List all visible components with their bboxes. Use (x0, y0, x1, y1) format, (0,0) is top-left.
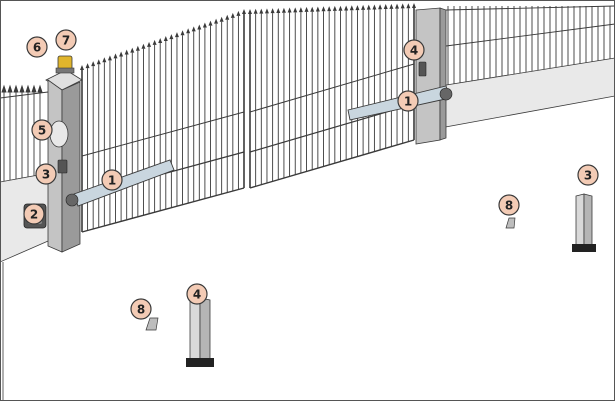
flashing-light-device (56, 56, 74, 73)
callout-ground-stop-right: 8 (499, 195, 519, 215)
callout-key-selector: 5 (32, 120, 52, 140)
callout-label: 3 (42, 168, 50, 182)
callout-keypad: 2 (24, 204, 44, 224)
photocell-left-pillar (58, 160, 67, 173)
callout-label: 5 (38, 124, 46, 138)
callout-label: 6 (33, 41, 41, 55)
callout-label: 4 (410, 44, 418, 58)
right-post (572, 194, 596, 252)
callout-antenna: 7 (56, 30, 76, 50)
callout-label: 1 (404, 95, 412, 109)
callout-label: 2 (30, 208, 38, 222)
callout-photocell-pillar-right: 4 (404, 40, 424, 60)
callout-motor-left: 1 (102, 170, 122, 190)
callout-flashing-light: 6 (27, 37, 47, 57)
callout-label: 8 (137, 303, 145, 317)
key-selector-device (50, 121, 68, 147)
callout-photocell-post-right: 3 (578, 165, 598, 185)
photocell-right-pillar (419, 62, 426, 76)
callout-photocell-pillar: 3 (36, 164, 56, 184)
callout-ground-stop-left: 8 (131, 299, 151, 319)
callout-label: 8 (505, 199, 513, 213)
callout-motor-right: 1 (398, 91, 418, 111)
callout-label: 3 (584, 169, 592, 183)
callout-label: 1 (108, 174, 116, 188)
callout-label: 7 (62, 34, 70, 48)
front-post (186, 298, 214, 367)
callout-photocell-post-front: 4 (187, 284, 207, 304)
callout-label: 4 (193, 288, 201, 302)
